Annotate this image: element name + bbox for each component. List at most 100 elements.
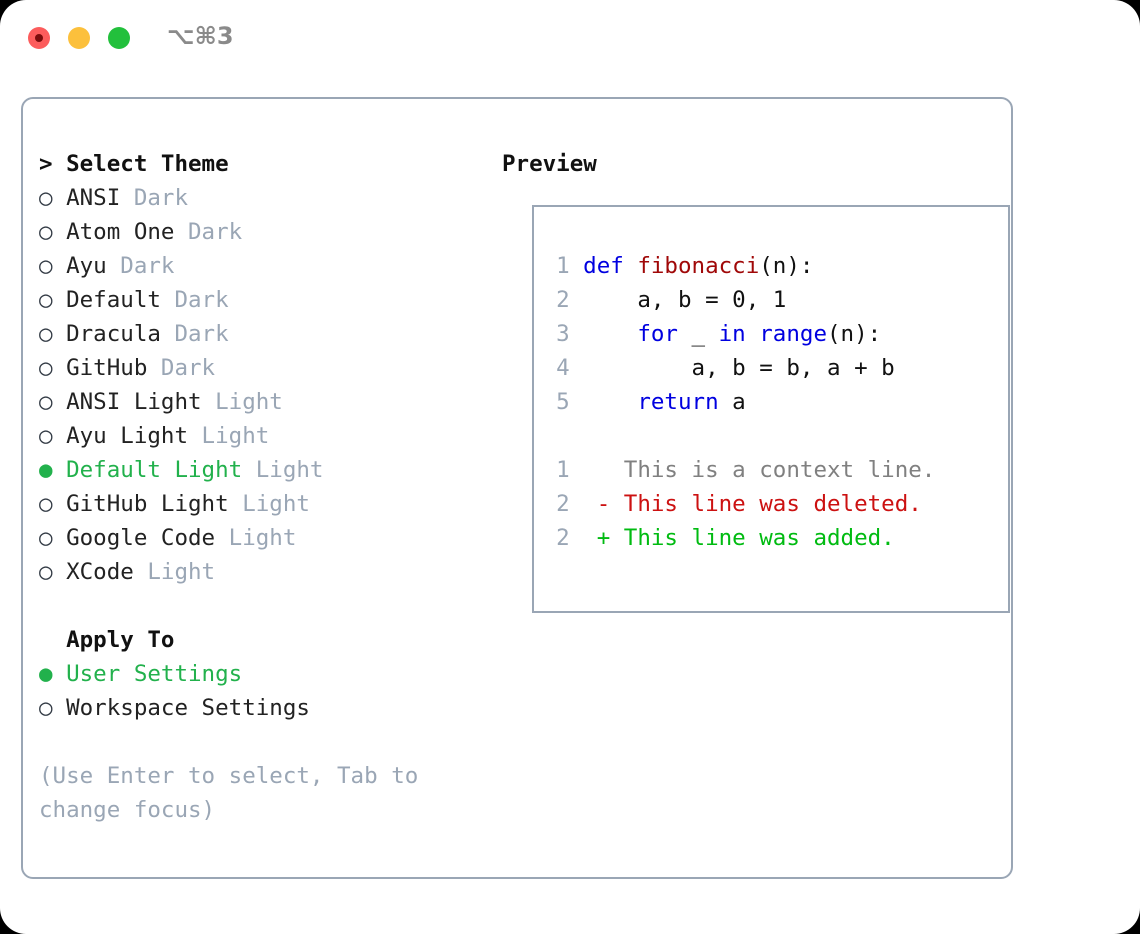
theme-option-label: GitHub bbox=[66, 355, 148, 381]
radio-unselected-icon: ○ bbox=[39, 287, 67, 313]
theme-variant-badge: Light bbox=[133, 559, 216, 585]
diff-line: 2 - This line was deleted. bbox=[552, 487, 935, 521]
theme-option-github[interactable]: ○ GitHub Dark bbox=[39, 351, 479, 385]
diff-marker-icon: + bbox=[596, 525, 624, 551]
code-token: (n): bbox=[759, 253, 814, 279]
diff-line-text: This is a context line. bbox=[623, 457, 936, 483]
radio-selected-icon: ● bbox=[39, 457, 67, 483]
theme-variant-badge: Dark bbox=[160, 287, 229, 313]
gutter-space bbox=[570, 287, 584, 313]
keyboard-shortcut-label: ⌥⌘3 bbox=[167, 22, 234, 50]
gutter-space bbox=[570, 355, 584, 381]
code-token bbox=[746, 321, 760, 347]
code-token: fibonacci bbox=[637, 253, 760, 279]
code-token: for bbox=[637, 321, 678, 347]
code-line: 1 def fibonacci(n): bbox=[552, 249, 935, 283]
theme-option-default-light[interactable]: ● Default Light Light bbox=[39, 453, 479, 487]
line-number: 1 bbox=[556, 253, 570, 279]
radio-unselected-icon: ○ bbox=[39, 185, 67, 211]
dialog-card: > Select Theme ○ ANSI Dark○ Atom One Dar… bbox=[21, 97, 1013, 879]
theme-variant-badge: Dark bbox=[147, 355, 216, 381]
code-token: (n): bbox=[827, 321, 882, 347]
zoom-button[interactable] bbox=[108, 27, 130, 49]
line-number: 2 bbox=[556, 491, 570, 517]
theme-variant-badge: Light bbox=[201, 389, 283, 415]
preview-heading: Preview bbox=[502, 151, 597, 177]
theme-option-label: ANSI bbox=[66, 185, 121, 211]
theme-variant-badge: Dark bbox=[160, 321, 229, 347]
apply-to-option-label: Workspace Settings bbox=[66, 695, 310, 721]
theme-option-atom-one[interactable]: ○ Atom One Dark bbox=[39, 215, 479, 249]
theme-option-ansi[interactable]: ○ ANSI Dark bbox=[39, 181, 479, 215]
line-number: 2 bbox=[556, 287, 570, 313]
theme-option-github-light[interactable]: ○ GitHub Light Light bbox=[39, 487, 479, 521]
theme-variant-badge: Light bbox=[228, 491, 310, 517]
gutter-space bbox=[570, 321, 584, 347]
theme-variant-badge: Light bbox=[242, 457, 324, 483]
apply-to-option-workspace-settings[interactable]: ○ Workspace Settings bbox=[39, 691, 479, 725]
minimize-button[interactable] bbox=[68, 27, 90, 49]
theme-variant-badge: Dark bbox=[106, 253, 175, 279]
theme-picker-pane: > Select Theme ○ ANSI Dark○ Atom One Dar… bbox=[39, 147, 479, 827]
code-token: a, b = 0, 1 bbox=[583, 287, 787, 313]
diff-marker-icon: - bbox=[596, 491, 624, 517]
radio-unselected-icon: ○ bbox=[39, 389, 67, 415]
prompt-marker-icon: > bbox=[39, 151, 67, 177]
radio-unselected-icon: ○ bbox=[39, 491, 67, 517]
preview-pane: Preview 1 def fibonacci(n):2 a, b = 0, 1… bbox=[502, 147, 1010, 613]
code-token: a bbox=[718, 389, 746, 415]
diff-marker-icon bbox=[597, 457, 624, 483]
gutter-space bbox=[570, 389, 584, 415]
theme-option-label: Ayu bbox=[66, 253, 107, 279]
apply-to-option-label: User Settings bbox=[66, 661, 243, 687]
gutter-space bbox=[570, 491, 597, 517]
theme-option-default[interactable]: ○ Default Dark bbox=[39, 283, 479, 317]
diff-line-text: This line was deleted. bbox=[623, 491, 922, 517]
theme-option-label: Default bbox=[66, 287, 161, 313]
theme-option-label: Google Code bbox=[66, 525, 216, 551]
code-token: def bbox=[583, 253, 638, 279]
gutter-space bbox=[570, 525, 597, 551]
theme-option-ansi-light[interactable]: ○ ANSI Light Light bbox=[39, 385, 479, 419]
radio-unselected-icon: ○ bbox=[39, 355, 67, 381]
code-token: in bbox=[718, 321, 746, 347]
close-button[interactable] bbox=[28, 27, 50, 49]
traffic-light-group bbox=[28, 27, 130, 49]
diff-line: 1 This is a context line. bbox=[552, 453, 935, 487]
line-number: 2 bbox=[556, 525, 570, 551]
theme-option-dracula[interactable]: ○ Dracula Dark bbox=[39, 317, 479, 351]
theme-option-google-code[interactable]: ○ Google Code Light bbox=[39, 521, 479, 555]
window-titlebar: ⌥⌘3 bbox=[0, 0, 1140, 76]
radio-selected-icon: ● bbox=[39, 661, 67, 687]
theme-option-xcode[interactable]: ○ XCode Light bbox=[39, 555, 479, 589]
page-title: Select Theme bbox=[66, 151, 229, 177]
theme-option-label: GitHub Light bbox=[66, 491, 229, 517]
code-token bbox=[583, 389, 637, 415]
theme-option-label: XCode bbox=[66, 559, 134, 585]
radio-unselected-icon: ○ bbox=[39, 423, 67, 449]
apply-to-option-user-settings[interactable]: ● User Settings bbox=[39, 657, 479, 691]
spacer bbox=[39, 589, 479, 623]
code-token bbox=[583, 321, 637, 347]
radio-unselected-icon: ○ bbox=[39, 525, 67, 551]
theme-option-label: ANSI Light bbox=[66, 389, 202, 415]
code-line: 5 return a bbox=[552, 385, 935, 419]
spacer bbox=[39, 725, 479, 759]
apply-to-list: ● User Settings○ Workspace Settings bbox=[39, 657, 479, 725]
theme-option-label: Default Light bbox=[66, 457, 243, 483]
footer-hint: (Use Enter to select, Tab to change focu… bbox=[39, 759, 479, 827]
code-token: return bbox=[637, 389, 719, 415]
theme-option-label: Ayu Light bbox=[66, 423, 189, 449]
code-token: a, b = b, a + b bbox=[583, 355, 895, 381]
line-number: 5 bbox=[556, 389, 570, 415]
theme-option-ayu[interactable]: ○ Ayu Dark bbox=[39, 249, 479, 283]
line-number: 3 bbox=[556, 321, 570, 347]
code-token: _ bbox=[677, 321, 719, 347]
radio-unselected-icon: ○ bbox=[39, 559, 67, 585]
radio-unselected-icon: ○ bbox=[39, 321, 67, 347]
theme-option-ayu-light[interactable]: ○ Ayu Light Light bbox=[39, 419, 479, 453]
line-number: 1 bbox=[556, 457, 570, 483]
